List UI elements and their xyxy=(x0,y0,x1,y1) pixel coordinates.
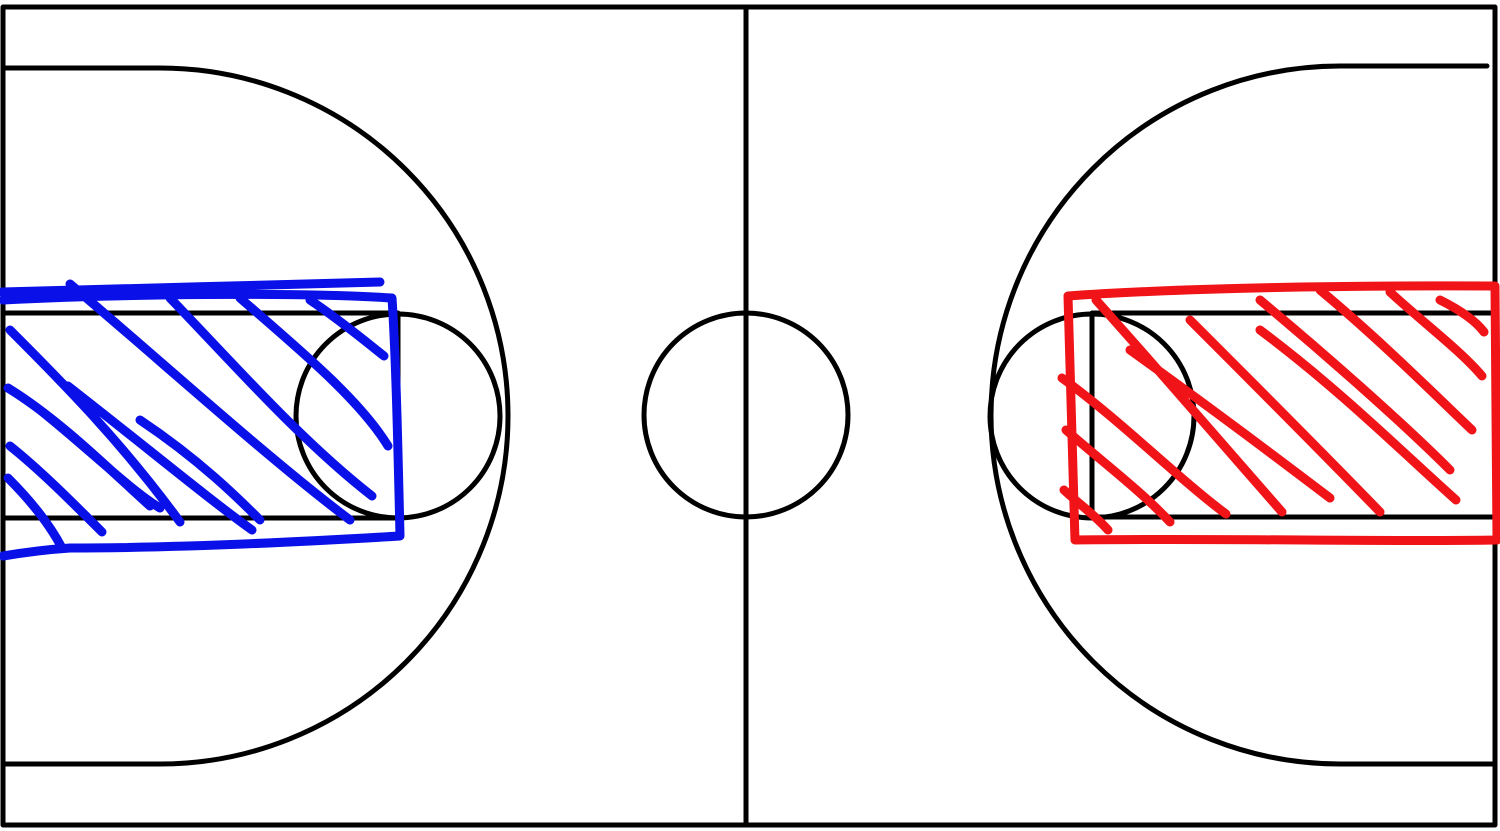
left-zone-hatch xyxy=(3,279,393,553)
left-zone-annotation xyxy=(0,277,405,561)
right-three-point-line xyxy=(988,63,1498,767)
right-zone-hatch xyxy=(1057,285,1489,535)
right-zone-outline xyxy=(1063,281,1500,546)
center-circle xyxy=(641,310,851,520)
left-zone-outline xyxy=(0,277,405,561)
right-zone-annotation xyxy=(1057,281,1500,546)
left-three-point-line xyxy=(0,65,511,767)
